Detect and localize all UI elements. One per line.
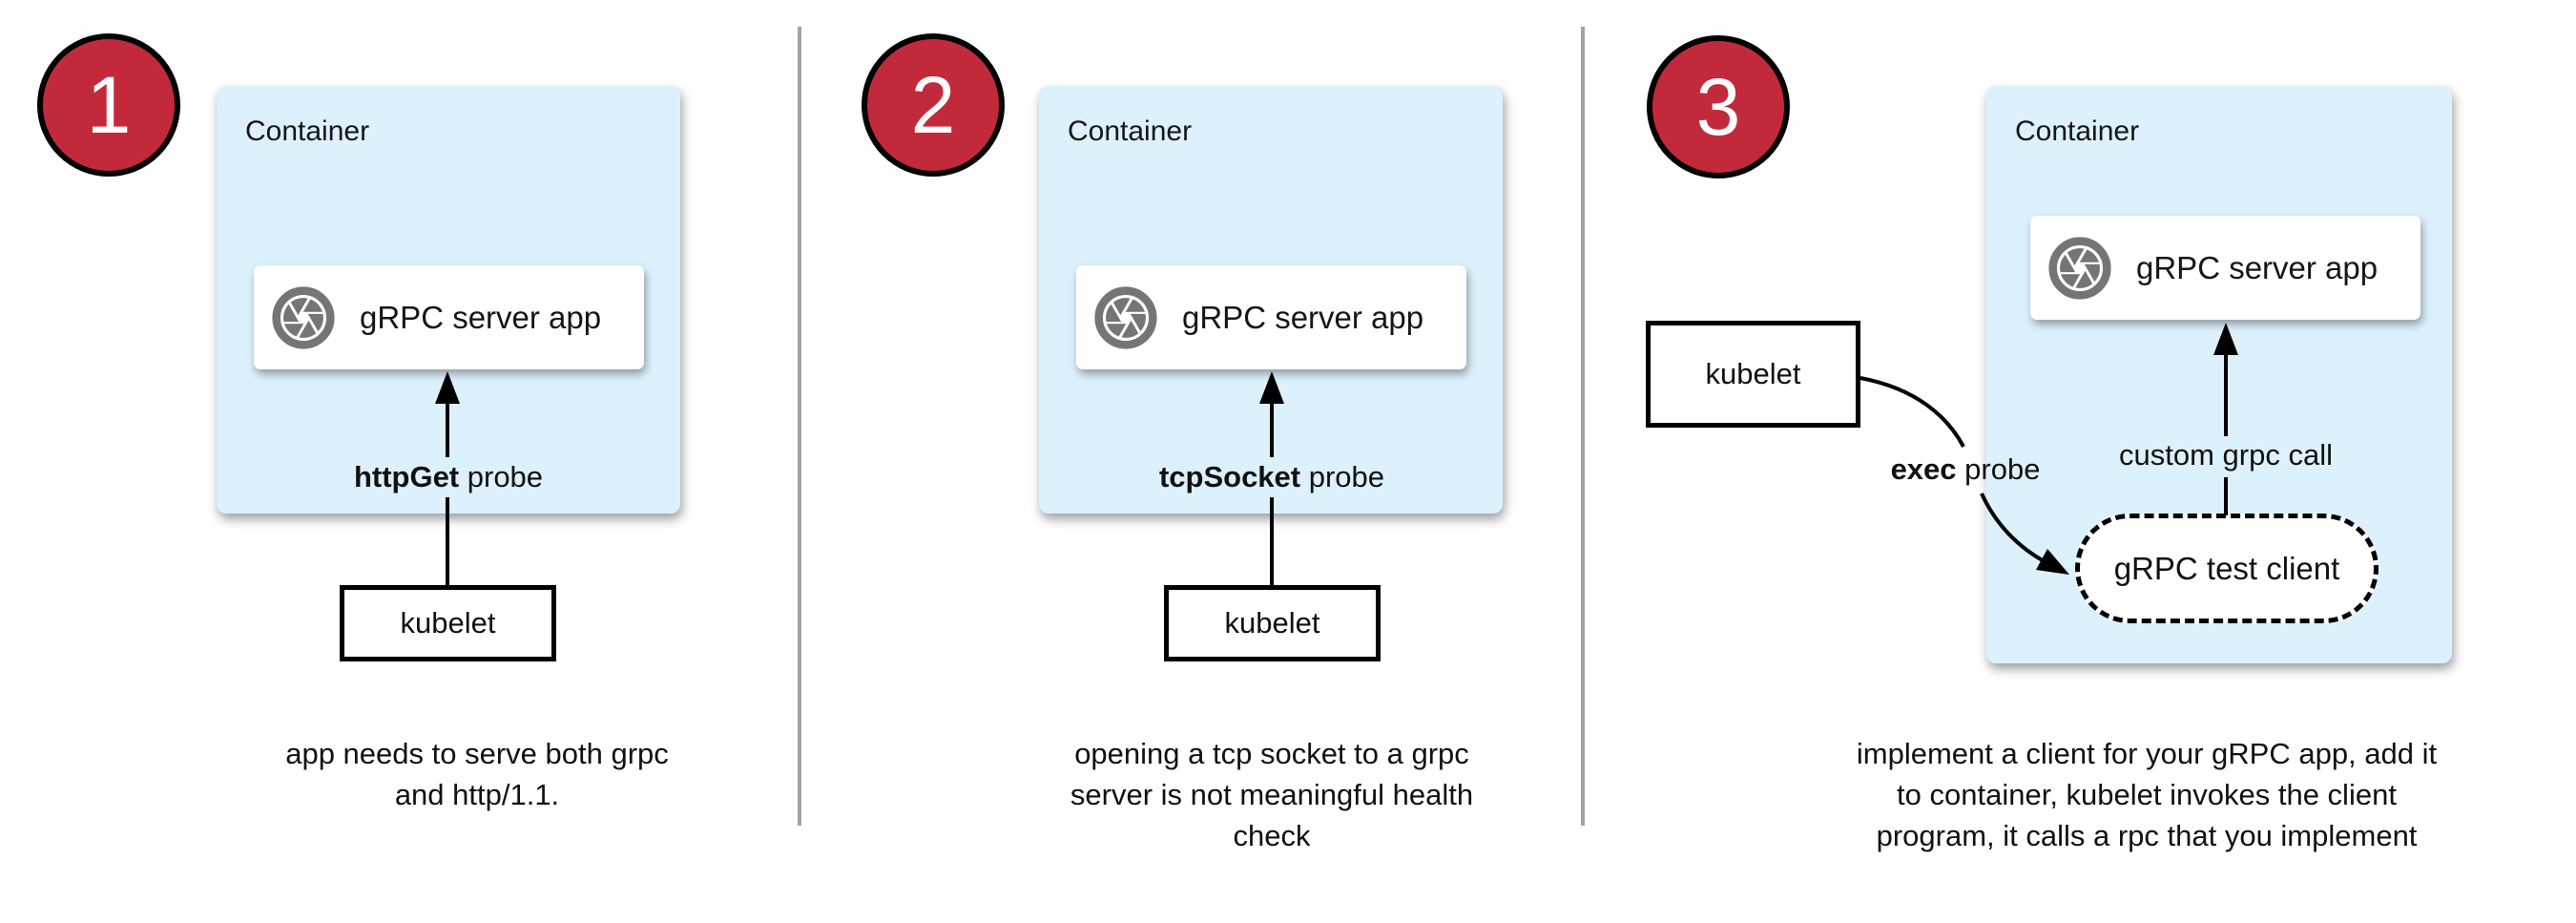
probe-type-3: exec [1890, 452, 1957, 486]
probe-label-2: tcpSocket probe [1081, 460, 1463, 493]
caption-2: opening a tcp socket to a grpc server is… [1070, 737, 1474, 852]
kubelet-box-2: kubelet [1164, 585, 1381, 661]
grpc-server-app-label-2: gRPC server app [1182, 299, 1424, 335]
caption-1: app needs to serve both grpc and http/1.… [285, 737, 669, 811]
kubelet-label-1: kubelet [400, 606, 496, 640]
grpc-test-client-label: gRPC test client [2113, 550, 2340, 586]
kubelet-label-2: kubelet [1224, 606, 1320, 640]
grpc-server-app-label-3: gRPC server app [2136, 249, 2379, 285]
kubelet-box-3: kubelet [1646, 321, 1860, 428]
panel-divider-1 [798, 27, 801, 826]
step-1-number: 1 [86, 60, 132, 150]
step-1-badge: 1 [37, 33, 180, 177]
caption-3: implement a client for your gRPC app, ad… [1856, 737, 2438, 852]
aperture-icon [1094, 285, 1157, 349]
aperture-icon [2048, 236, 2111, 300]
step-2-number: 2 [910, 60, 956, 150]
step-3-number: 3 [1695, 62, 1741, 152]
kubelet-label-3: kubelet [1705, 357, 1801, 390]
custom-grpc-call-label: custom grpc call [2119, 438, 2333, 472]
panel-divider-2 [1581, 27, 1585, 826]
aperture-icon [272, 285, 335, 349]
grpc-server-app-box-1: gRPC server app [254, 265, 644, 369]
grpc-server-app-box-3: gRPC server app [2030, 216, 2420, 320]
grpc-server-app-box-2: gRPC server app [1076, 265, 1466, 369]
probe-type-2: tcpSocket [1158, 460, 1301, 493]
probe-rest-3: probe [1956, 452, 2041, 486]
step-3-badge: 3 [1647, 35, 1790, 178]
container-label-3: Container [2015, 115, 2140, 147]
container-label-1: Container [245, 115, 370, 147]
probe-label-1: httpGet probe [258, 460, 639, 493]
kubelet-box-1: kubelet [340, 585, 556, 661]
probe-rest-1: probe [459, 460, 544, 493]
grpc-server-app-label-1: gRPC server app [360, 299, 602, 335]
container-label-2: Container [1068, 115, 1193, 147]
step-2-badge: 2 [862, 33, 1005, 177]
probe-type-1: httpGet [353, 460, 460, 493]
grpc-test-client-box: gRPC test client [2075, 514, 2379, 623]
probe-rest-2: probe [1300, 460, 1385, 493]
